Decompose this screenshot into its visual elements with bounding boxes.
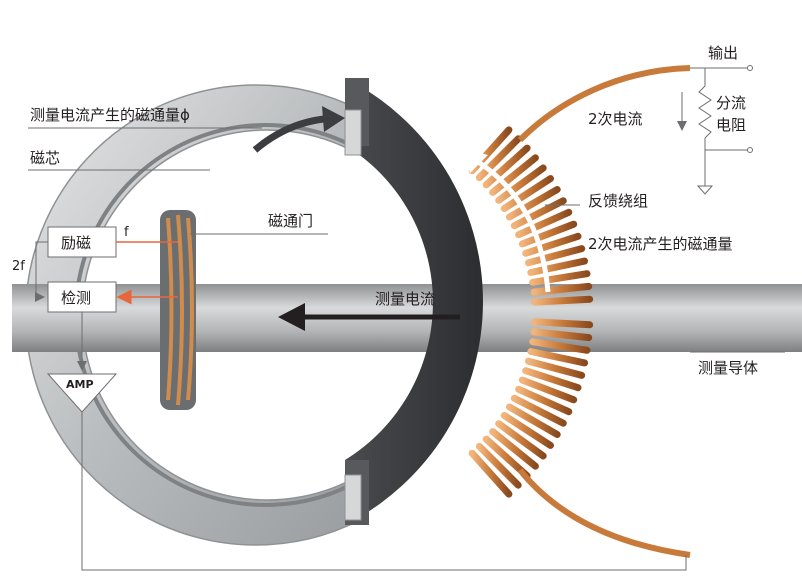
output-terminal-top [747, 65, 753, 71]
winding-turn [518, 376, 578, 404]
label-flux-secondary: 2次电流产生的磁通量 [588, 235, 733, 253]
winding-turn [522, 367, 582, 392]
winding-turn [506, 403, 561, 438]
label-excitation: 励磁 [61, 234, 91, 252]
winding-turn [475, 442, 522, 489]
amp-triangle [46, 373, 118, 413]
winding-turn [475, 135, 522, 182]
winding-turn [495, 164, 547, 204]
secondary-flux-arrow [473, 157, 551, 293]
winding-turn [510, 394, 567, 427]
winding-turn [489, 154, 539, 196]
winding-turn [529, 338, 591, 354]
winding-turn [468, 449, 513, 498]
label-detection: 检测 [61, 289, 91, 307]
label-secondary-current: 2次电流 [588, 110, 643, 128]
winding-turn [500, 175, 554, 212]
detection-box [47, 281, 117, 313]
ground-symbol [696, 185, 714, 195]
label-core: 磁芯 [30, 149, 60, 167]
winding-turn [482, 144, 531, 189]
winding-turn [527, 257, 589, 276]
winding-turn [500, 412, 554, 449]
2f-path [35, 241, 48, 302]
winding-turn [530, 282, 593, 296]
winding-turn [518, 220, 578, 248]
winding-turn [529, 270, 591, 286]
label-shunt-1: 分流 [716, 94, 746, 112]
core-ferrite [345, 78, 483, 525]
winding-turn [522, 232, 582, 257]
winding-turn [495, 420, 547, 460]
output-terminal-bottom [747, 147, 753, 153]
flux-arrow-head [322, 106, 345, 132]
flux-gate-coil [166, 214, 194, 406]
label-measured-current: 测量电流 [375, 290, 435, 308]
winding-turn [531, 295, 594, 306]
core-metal-bottom-end [344, 474, 362, 521]
winding-turn [515, 385, 573, 416]
label-output: 输出 [708, 44, 738, 62]
winding-turn [530, 328, 593, 342]
label-freq-2f: 2f [12, 259, 25, 274]
label-freq-f: f [124, 225, 129, 240]
winding-turn [482, 435, 531, 480]
feedback-winding [468, 126, 594, 498]
secondary-flux-arrow-head [462, 148, 488, 173]
winding-turn [531, 318, 594, 329]
winding-turn [515, 208, 573, 239]
core-metal-top-end [344, 109, 362, 156]
label-flux-measured: 测量电流产生的磁通量ϕ [30, 106, 190, 124]
label-feedback-winding: 反馈绕组 [588, 192, 648, 210]
label-shunt-2: 电阻 [716, 116, 746, 134]
winding-turn [527, 348, 589, 367]
label-measured-conductor: 测量导体 [698, 359, 758, 377]
winding-turn [489, 428, 539, 470]
shunt-resistor [698, 85, 712, 139]
winding-turn [506, 186, 561, 221]
label-gate: 磁通门 [268, 212, 313, 230]
core-metal-ring [25, 84, 361, 546]
winding-turn [525, 357, 586, 379]
current-arrow-head [278, 303, 305, 331]
amp-output-line [81, 412, 687, 571]
output-lead-bottom [517, 468, 691, 558]
label-amp: AMP [66, 378, 94, 391]
output-lead-top [517, 65, 691, 143]
winding-turn [525, 245, 586, 267]
